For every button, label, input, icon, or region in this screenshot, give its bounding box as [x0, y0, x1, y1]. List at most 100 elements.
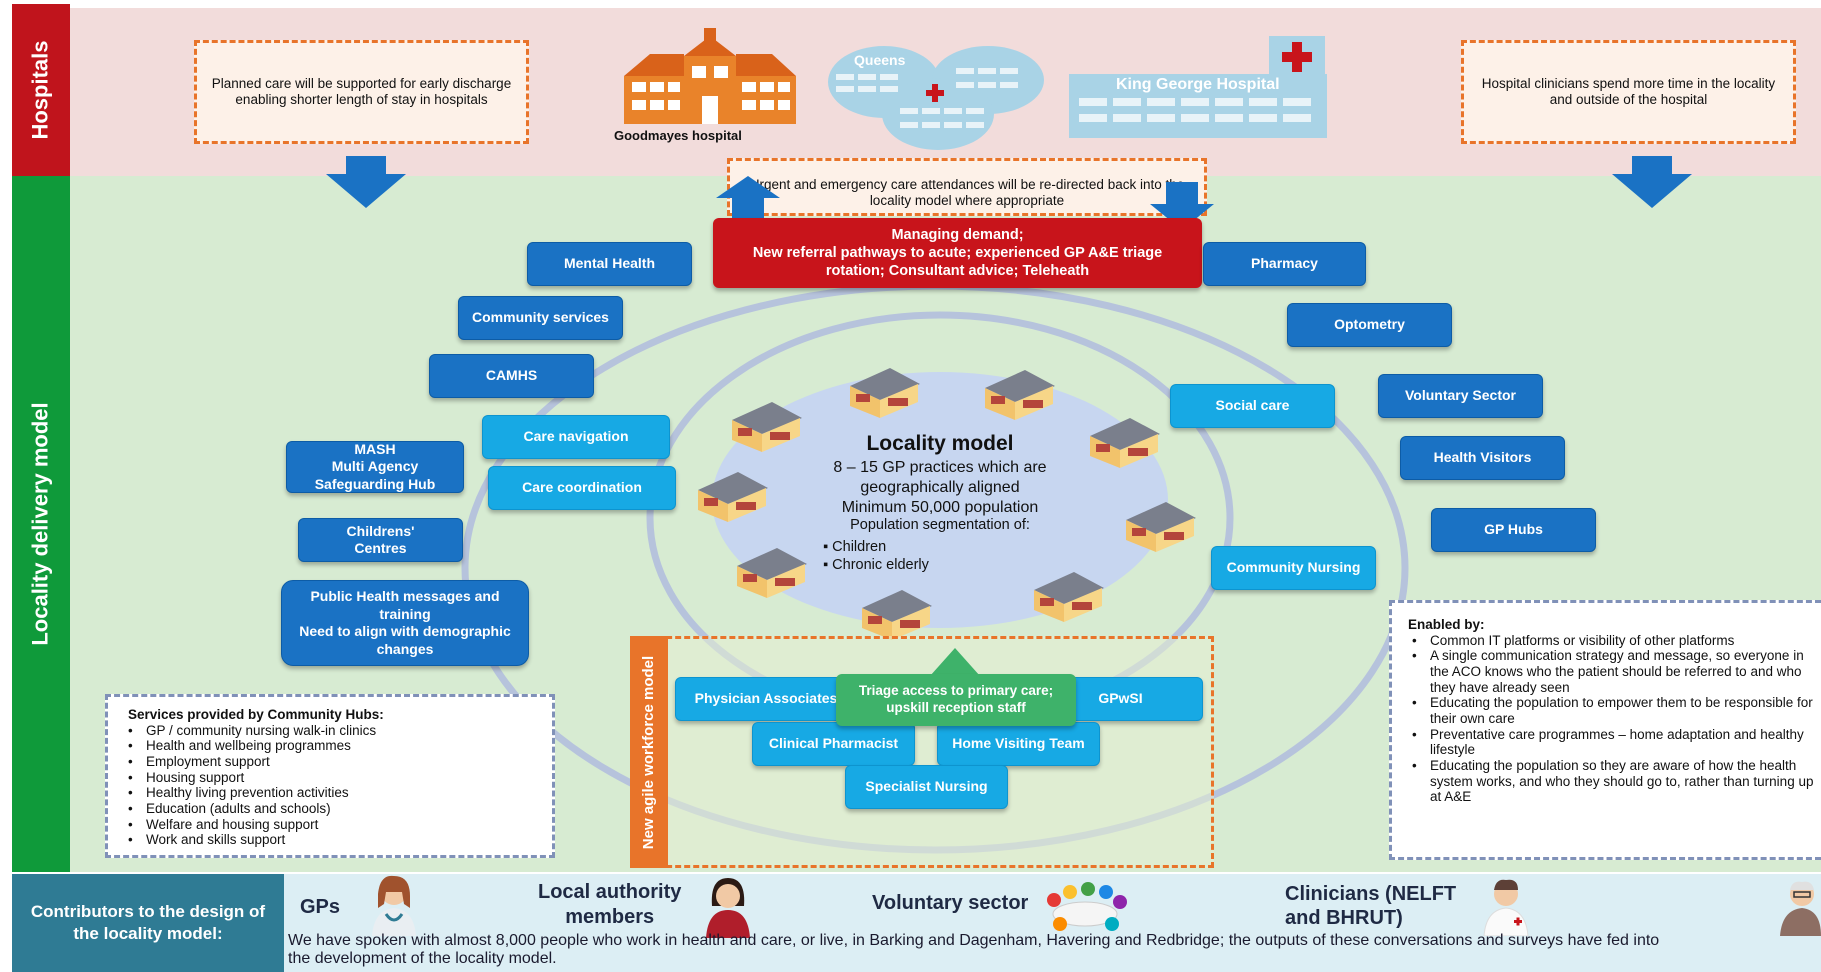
contributor-voluntary-sector: Voluntary sector: [872, 892, 1029, 914]
managing-demand-line2: New referral pathways to acute; experien…: [752, 245, 1163, 262]
role-physician-associates[interactable]: Physician Associates: [675, 677, 857, 721]
locality-label: Locality delivery model: [12, 176, 70, 872]
meeting-group-icon: [1047, 882, 1127, 931]
list-item: Welfare and housing support: [120, 817, 540, 833]
contributors-label: Contributors to the design of the locali…: [12, 874, 284, 972]
house-icon: [737, 548, 807, 598]
planned-care-box: Planned care will be supported for early…: [194, 40, 529, 144]
businesswoman-icon: [706, 878, 750, 938]
community-hubs-box: Services provided by Community Hubs: GP …: [105, 694, 555, 858]
contributors-text-line1: We have spoken with almost 8,000 people …: [288, 932, 1660, 949]
locality-bullet: ▪ Children: [823, 539, 887, 555]
clinicians-line1: Clinicians (NELFT: [1285, 883, 1457, 905]
service-childrens-centres[interactable]: Childrens' Centres: [298, 518, 463, 562]
enabled-by-box: Enabled by: Common IT platforms or visib…: [1389, 600, 1821, 860]
workforce-model-box: [630, 636, 1214, 868]
service-gp-hubs[interactable]: GP Hubs: [1431, 508, 1596, 552]
mash-line1: MASH: [354, 440, 396, 457]
arrow-down-right-icon: [1612, 156, 1692, 208]
triage-pointer-icon: [930, 648, 980, 676]
locality-line3: Minimum 50,000 population: [841, 498, 1039, 516]
list-item: Educating the population so they are awa…: [1404, 758, 1815, 805]
managing-demand-line3: rotation; Consultant advice; Teleheath: [825, 263, 1090, 280]
arrow-up-icon: [716, 176, 780, 224]
locality-bullets: ▪ Children ▪ Chronic elderly: [823, 539, 929, 574]
service-social-care[interactable]: Social care: [1170, 384, 1335, 428]
managing-demand-box: Managing demand; New referral pathways t…: [713, 218, 1202, 288]
mash-line3: Safeguarding Hub: [314, 475, 436, 492]
list-item: Health and wellbeing programmes: [120, 738, 540, 754]
locality-model-text: Locality model 8 – 15 GP practices which…: [790, 432, 1090, 535]
la-line2: members: [565, 906, 655, 928]
childrens-line1: Childrens': [346, 522, 415, 539]
list-item: Preventative care programmes – home adap…: [1404, 727, 1815, 758]
house-icon: [985, 370, 1055, 420]
community-hubs-title: Services provided by Community Hubs:: [128, 707, 384, 722]
house-icon: [850, 368, 920, 418]
service-care-navigation[interactable]: Care navigation: [482, 415, 670, 459]
contributor-gps: GPs: [300, 896, 341, 918]
locality-line2: geographically aligned: [860, 478, 1020, 496]
list-item: Employment support: [120, 754, 540, 770]
service-pharmacy[interactable]: Pharmacy: [1203, 242, 1366, 286]
service-optometry[interactable]: Optometry: [1287, 303, 1452, 347]
locality-title: Locality model: [866, 432, 1014, 455]
house-icon: [862, 590, 932, 640]
childrens-line2: Centres: [354, 540, 407, 556]
service-mental-health[interactable]: Mental Health: [527, 242, 692, 286]
elderly-person-icon: [1780, 881, 1821, 936]
doctor-female-icon: [372, 875, 416, 936]
locality-line4: Population segmentation of:: [850, 517, 1030, 534]
mash-line2: Multi Agency: [331, 458, 419, 475]
house-icon: [732, 402, 802, 452]
house-icon: [698, 472, 768, 522]
locality-bullet: ▪ Chronic elderly: [823, 556, 929, 573]
public-health-line1: Public Health messages and training: [310, 588, 500, 622]
service-community-services[interactable]: Community services: [458, 296, 623, 340]
workforce-side-label: New agile workforce model: [630, 636, 668, 868]
urgent-care-box: Urgent and emergency care attendances wi…: [727, 158, 1207, 216]
triage-box: Triage access to primary care; upskill r…: [836, 674, 1076, 726]
hospital-clinicians-box: Hospital clinicians spend more time in t…: [1461, 40, 1796, 144]
la-line1: Local authority: [538, 881, 682, 903]
triage-line2: upskill reception staff: [886, 700, 1026, 715]
service-community-nursing[interactable]: Community Nursing: [1211, 546, 1376, 590]
service-care-coordination[interactable]: Care coordination: [488, 466, 676, 510]
triage-line1: Triage access to primary care;: [858, 683, 1054, 699]
list-item: Work and skills support: [120, 832, 540, 848]
list-item: A single communication strategy and mess…: [1404, 648, 1815, 695]
list-item: GP / community nursing walk-in clinics: [120, 723, 540, 739]
contributors-label-line1: Contributors to the design of: [30, 901, 266, 921]
public-health-line3: changes: [376, 640, 434, 657]
locality-line1: 8 – 15 GP practices which are: [833, 459, 1047, 476]
service-mash[interactable]: MASH Multi Agency Safeguarding Hub: [286, 441, 464, 493]
contributors-text: We have spoken with almost 8,000 people …: [288, 932, 1821, 969]
king-george-hospital-icon: [1069, 36, 1327, 138]
managing-demand-line1: Managing demand;: [891, 227, 1024, 243]
doctor-male-icon: [1483, 879, 1529, 936]
role-specialist-nursing[interactable]: Specialist Nursing: [845, 765, 1008, 809]
king-george-label: King George Hospital: [1116, 76, 1280, 93]
service-health-visitors[interactable]: Health Visitors: [1400, 436, 1565, 480]
contributors-label-line2: the locality model:: [73, 924, 223, 943]
service-public-health[interactable]: Public Health messages and training Need…: [281, 580, 529, 666]
role-home-visiting-team[interactable]: Home Visiting Team: [937, 722, 1100, 766]
service-voluntary-sector[interactable]: Voluntary Sector: [1378, 374, 1543, 418]
workforce-title: New agile workforce model: [640, 655, 658, 849]
list-item: Common IT platforms or visibility of oth…: [1404, 633, 1815, 649]
goodmayes-label: Goodmayes hospital: [614, 128, 742, 143]
contributor-local-authority: Local authority members: [538, 880, 681, 930]
contributors-text-line2: the development of the locality model.: [288, 950, 557, 968]
service-camhs[interactable]: CAMHS: [429, 354, 594, 398]
inner-ellipse: [712, 372, 1168, 628]
house-icon: [1126, 502, 1196, 552]
queens-label: Queens: [854, 52, 906, 68]
arrow-down-left-icon: [326, 156, 406, 208]
role-clinical-pharmacist[interactable]: Clinical Pharmacist: [752, 722, 915, 766]
hospitals-label: Hospitals: [12, 4, 70, 176]
contributor-clinicians: Clinicians (NELFT and BHRUT): [1285, 882, 1456, 930]
arrow-down-center-icon: [1150, 182, 1214, 230]
list-item: Education (adults and schools): [120, 801, 540, 817]
list-item: Educating the population to empower them…: [1404, 695, 1815, 726]
list-item: Healthy living prevention activities: [120, 785, 540, 801]
